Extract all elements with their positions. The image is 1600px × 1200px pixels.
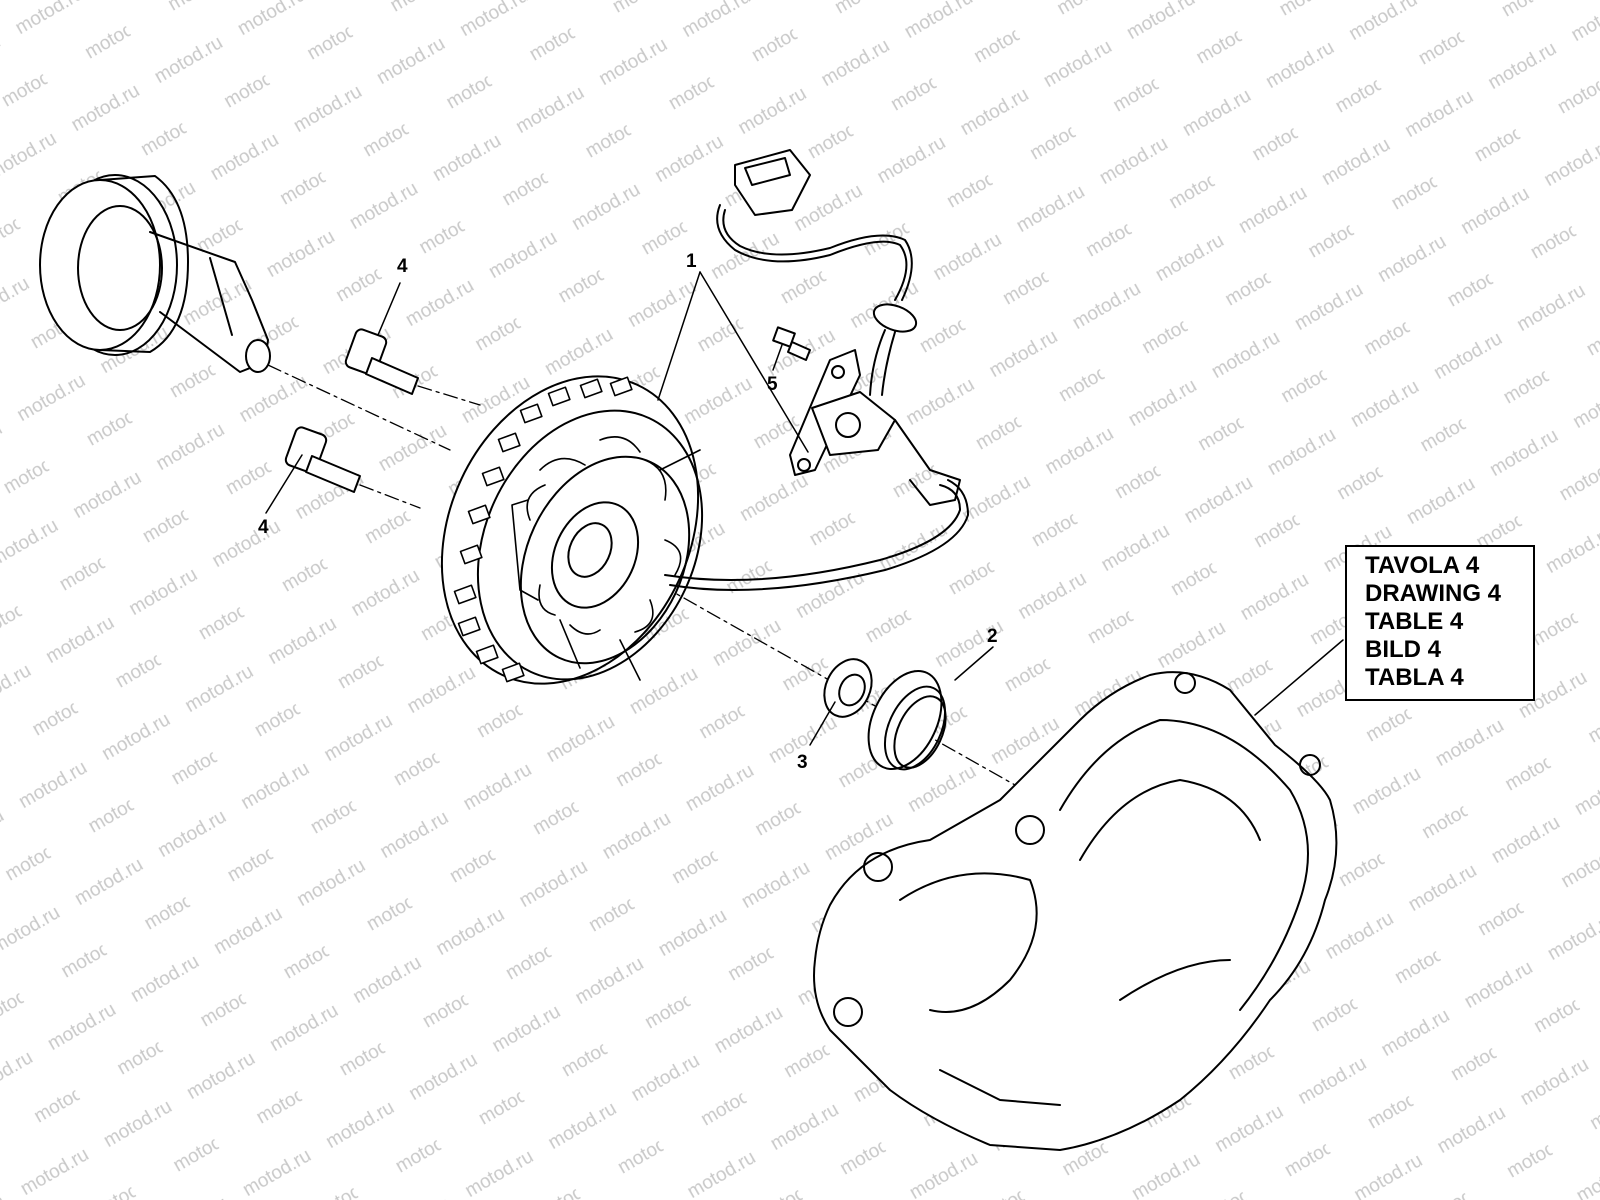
ref-line-table: TABLE 4 (1365, 608, 1464, 635)
seal-ring-part (867, 669, 947, 771)
callout-3: 3 (797, 752, 808, 773)
callout-2: 2 (987, 626, 998, 647)
ref-line-drawing: DRAWING 4 (1365, 580, 1502, 607)
alternator-stator (440, 375, 969, 685)
callout-4-lower: 4 (258, 517, 269, 538)
ref-line-bild: BILD 4 (1365, 636, 1442, 663)
pickup-sensor (716, 149, 961, 506)
nut-part (823, 658, 873, 718)
ref-line-tabla: TABLA 4 (1365, 664, 1464, 691)
bolt-upper (344, 328, 419, 395)
crankcase-cover (813, 671, 1338, 1151)
drawing-reference-box: TAVOLA 4 DRAWING 4 TABLE 4 BILD 4 TABLA … (1345, 545, 1535, 701)
bolt-lower (284, 426, 361, 493)
leader-lines (265, 271, 1344, 746)
crankshaft-part (39, 174, 271, 373)
callout-1: 1 (686, 251, 697, 272)
screw-part (772, 326, 811, 361)
callout-5: 5 (767, 374, 778, 395)
callout-4-upper: 4 (397, 256, 408, 277)
ref-line-tavola: TAVOLA 4 (1365, 552, 1480, 579)
